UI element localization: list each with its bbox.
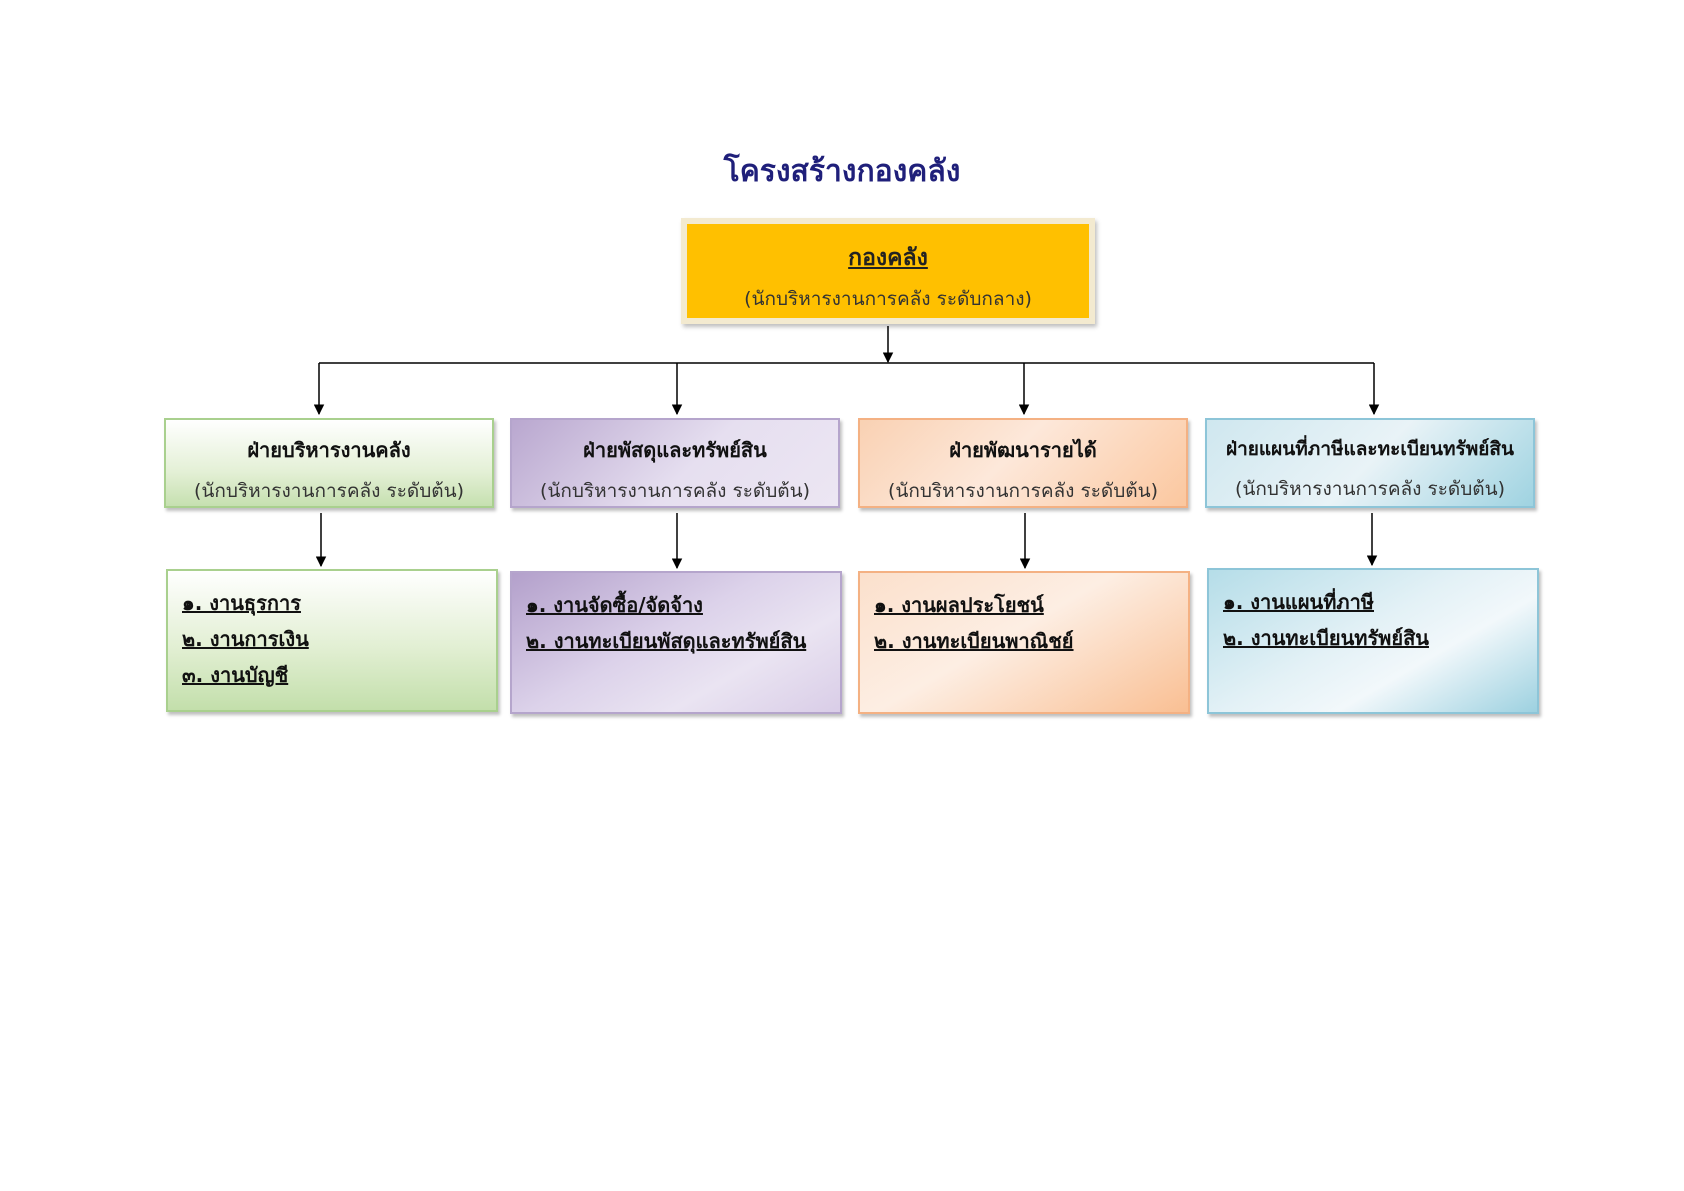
dept-box-tax-map-registry: ฝ่ายแผนที่ภาษีและทะเบียนทรัพย์สิน (นักบร…: [1205, 418, 1535, 508]
task-box-revenue-development: ๑. งานผลประโยชน์ ๒. งานทะเบียนพาณิชย์: [858, 571, 1190, 714]
dept-title: ฝ่ายพัสดุและทรัพย์สิน: [583, 438, 767, 462]
task-item: ๓. งานบัญชี: [182, 663, 289, 687]
task-item: ๑. งานจัดซื้อ/จัดจ้าง: [526, 593, 703, 617]
dept-subtitle: (นักบริหารงานการคลัง ระดับต้น): [1234, 478, 1506, 500]
task-item: ๒. งานทะเบียนพัสดุและทรัพย์สิน: [526, 629, 807, 653]
dept-title: ฝ่ายพัฒนารายได้: [949, 438, 1097, 462]
task-box-supplies-assets: ๑. งานจัดซื้อ/จัดจ้าง ๒. งานทะเบียนพัสดุ…: [510, 571, 842, 714]
task-item: ๒. งานทะเบียนพาณิชย์: [874, 629, 1074, 653]
task-box-finance-admin: ๑. งานธุรการ ๒. งานการเงิน ๓. งานบัญชี: [166, 569, 498, 712]
dept-subtitle: (นักบริหารงานการคลัง ระดับต้น): [539, 480, 811, 502]
dept-box-revenue-development: ฝ่ายพัฒนารายได้ (นักบริหารงานการคลัง ระด…: [858, 418, 1188, 508]
dept-box-supplies-assets: ฝ่ายพัสดุและทรัพย์สิน (นักบริหารงานการคล…: [510, 418, 840, 508]
task-item: ๒. งานการเงิน: [182, 627, 309, 651]
dept-title: ฝ่ายบริหารงานคลัง: [247, 438, 411, 462]
root-box-subtitle: (นักบริหารงานการคลัง ระดับกลาง): [744, 288, 1032, 310]
task-item: ๒. งานทะเบียนทรัพย์สิน: [1223, 626, 1429, 650]
task-item: ๑. งานธุรการ: [182, 591, 301, 615]
dept-box-finance-admin: ฝ่ายบริหารงานคลัง (นักบริหารงานการคลัง ร…: [164, 418, 494, 508]
dept-subtitle: (นักบริหารงานการคลัง ระดับต้น): [887, 480, 1159, 502]
root-box-finance-division: กองคลัง (นักบริหารงานการคลัง ระดับกลาง): [681, 218, 1095, 324]
root-box-title: กองคลัง: [848, 245, 928, 271]
task-box-tax-map-registry: ๑. งานแผนที่ภาษี ๒. งานทะเบียนทรัพย์สิน: [1207, 568, 1539, 714]
dept-title: ฝ่ายแผนที่ภาษีและทะเบียนทรัพย์สิน: [1225, 438, 1514, 460]
task-item: ๑. งานผลประโยชน์: [874, 593, 1044, 617]
task-item: ๑. งานแผนที่ภาษี: [1223, 590, 1374, 614]
dept-subtitle: (นักบริหารงานการคลัง ระดับต้น): [193, 480, 465, 502]
chart-title: โครงสร้างกองคลัง: [723, 154, 961, 189]
